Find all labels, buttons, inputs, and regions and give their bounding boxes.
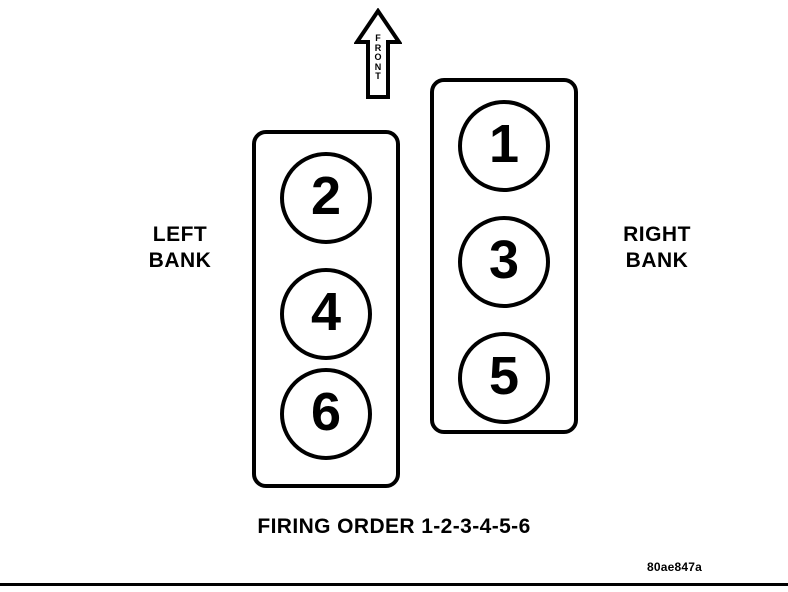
- cylinder-4-number: 4: [310, 282, 342, 342]
- cylinder-6-number: 6: [310, 382, 342, 442]
- cylinder-3: 3: [458, 216, 550, 308]
- cylinder-5-number: 5: [488, 346, 520, 406]
- cylinder-1: 1: [458, 100, 550, 192]
- cylinder-5: 5: [458, 332, 550, 424]
- front-letter-f: F: [375, 33, 381, 43]
- bottom-margin-strip: [0, 586, 788, 592]
- front-letter-t: T: [375, 71, 381, 81]
- front-letter-o: O: [374, 52, 382, 62]
- figure-code-label: 80ae847a: [647, 560, 702, 574]
- front-letter-n: N: [374, 61, 382, 72]
- cylinder-2-number: 2: [310, 166, 342, 226]
- cylinder-6: 6: [280, 368, 372, 460]
- firing-order-caption: FIRING ORDER 1-2-3-4-5-6: [257, 515, 531, 538]
- cylinder-4: 4: [280, 268, 372, 360]
- front-arrow-icon: [353, 7, 403, 99]
- front-arrow-label: F R O N T: [354, 33, 402, 82]
- cylinder-1-number: 1: [488, 114, 520, 174]
- front-letter-r: R: [374, 42, 382, 53]
- right-bank-label: RIGHT BANK: [623, 223, 691, 272]
- cylinder-2: 2: [280, 152, 372, 244]
- cylinder-3-number: 3: [488, 230, 520, 290]
- left-bank-label: LEFT BANK: [148, 223, 212, 272]
- front-direction-arrow: F R O N T: [353, 7, 403, 100]
- bottom-divider: [0, 583, 788, 586]
